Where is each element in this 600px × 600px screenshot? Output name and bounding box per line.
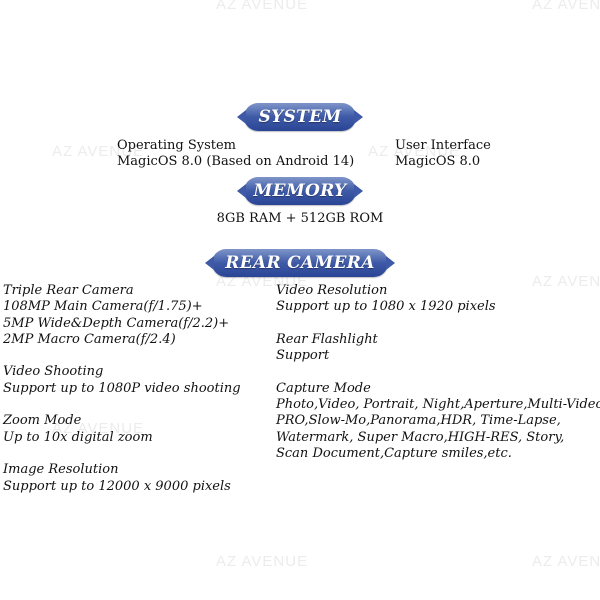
capture-mode-line: Photo,Video, Portrait, Night,Aperture,Mu… <box>276 397 600 413</box>
operating-system-block: Operating System MagicOS 8.0 (Based on A… <box>117 138 354 171</box>
watermark: AZ AVENUE <box>52 420 145 437</box>
memory-section-banner: MEMORY <box>237 177 363 205</box>
operating-system-label: Operating System <box>117 138 237 153</box>
rear-camera-right-column: Video Resolution Support up to 1080 x 19… <box>276 283 600 462</box>
rear-camera-section-title: REAR CAMERA <box>225 253 375 273</box>
system-section-title: SYSTEM <box>258 107 342 127</box>
watermark: AZ AVENUE <box>52 143 145 160</box>
triple-rear-camera-label: Triple Rear Camera <box>3 283 134 298</box>
video-resolution-label: Video Resolution <box>276 283 388 298</box>
user-interface-block: User Interface MagicOS 8.0 <box>395 138 491 171</box>
video-shooting-label: Video Shooting <box>3 364 104 380</box>
zoom-mode-label: Zoom Mode <box>3 413 82 429</box>
user-interface-value: MagicOS 8.0 <box>395 154 481 170</box>
watermark: AZ AVENUE <box>216 273 309 290</box>
rear-camera-section-banner: REAR CAMERA <box>205 249 395 277</box>
watermark: AZ AVENUE <box>216 0 309 13</box>
wide-depth-camera-line: 5MP Wide&Depth Camera(f/2.2)+ <box>3 315 230 331</box>
capture-mode-line: PRO,Slow-Mo,Panorama,HDR, Time-Lapse, <box>276 413 561 429</box>
video-resolution-value: Support up to 1080 x 1920 pixels <box>276 299 496 315</box>
image-resolution-label: Image Resolution <box>3 462 119 478</box>
watermark: AZ AVENUE <box>532 553 600 570</box>
operating-system-value: MagicOS 8.0 (Based on Android 14) <box>117 154 355 170</box>
capture-mode-line: Watermark, Super Macro,HIGH-RES, Story, <box>276 429 565 445</box>
video-shooting-value: Support up to 1080P video shooting <box>3 380 241 396</box>
rear-flashlight-value: Support <box>276 348 330 364</box>
image-resolution-value: Support up to 12000 x 9000 pixels <box>3 478 231 494</box>
user-interface-label: User Interface <box>395 138 491 153</box>
rear-camera-left-column: Triple Rear Camera 108MP Main Camera(f/1… <box>3 283 241 495</box>
main-camera-line: 108MP Main Camera(f/1.75)+ <box>3 299 203 315</box>
watermark: AZ AVENUE <box>216 553 309 570</box>
watermark: AZ AVENUE <box>368 143 461 160</box>
capture-mode-line: Scan Document,Capture smiles,etc. <box>276 445 512 461</box>
memory-value: 8GB RAM + 512GB ROM <box>216 211 384 226</box>
rear-flashlight-label: Rear Flashlight <box>276 331 378 347</box>
watermark: AZ AVENUE <box>532 0 600 13</box>
zoom-mode-value: Up to 10x digital zoom <box>3 429 153 445</box>
macro-camera-line: 2MP Macro Camera(f/2.4) <box>3 331 176 347</box>
capture-mode-label: Capture Mode <box>276 380 371 396</box>
watermark: AZ AVENUE <box>532 273 600 290</box>
memory-section-title: MEMORY <box>253 181 347 201</box>
system-section-banner: SYSTEM <box>237 103 363 131</box>
